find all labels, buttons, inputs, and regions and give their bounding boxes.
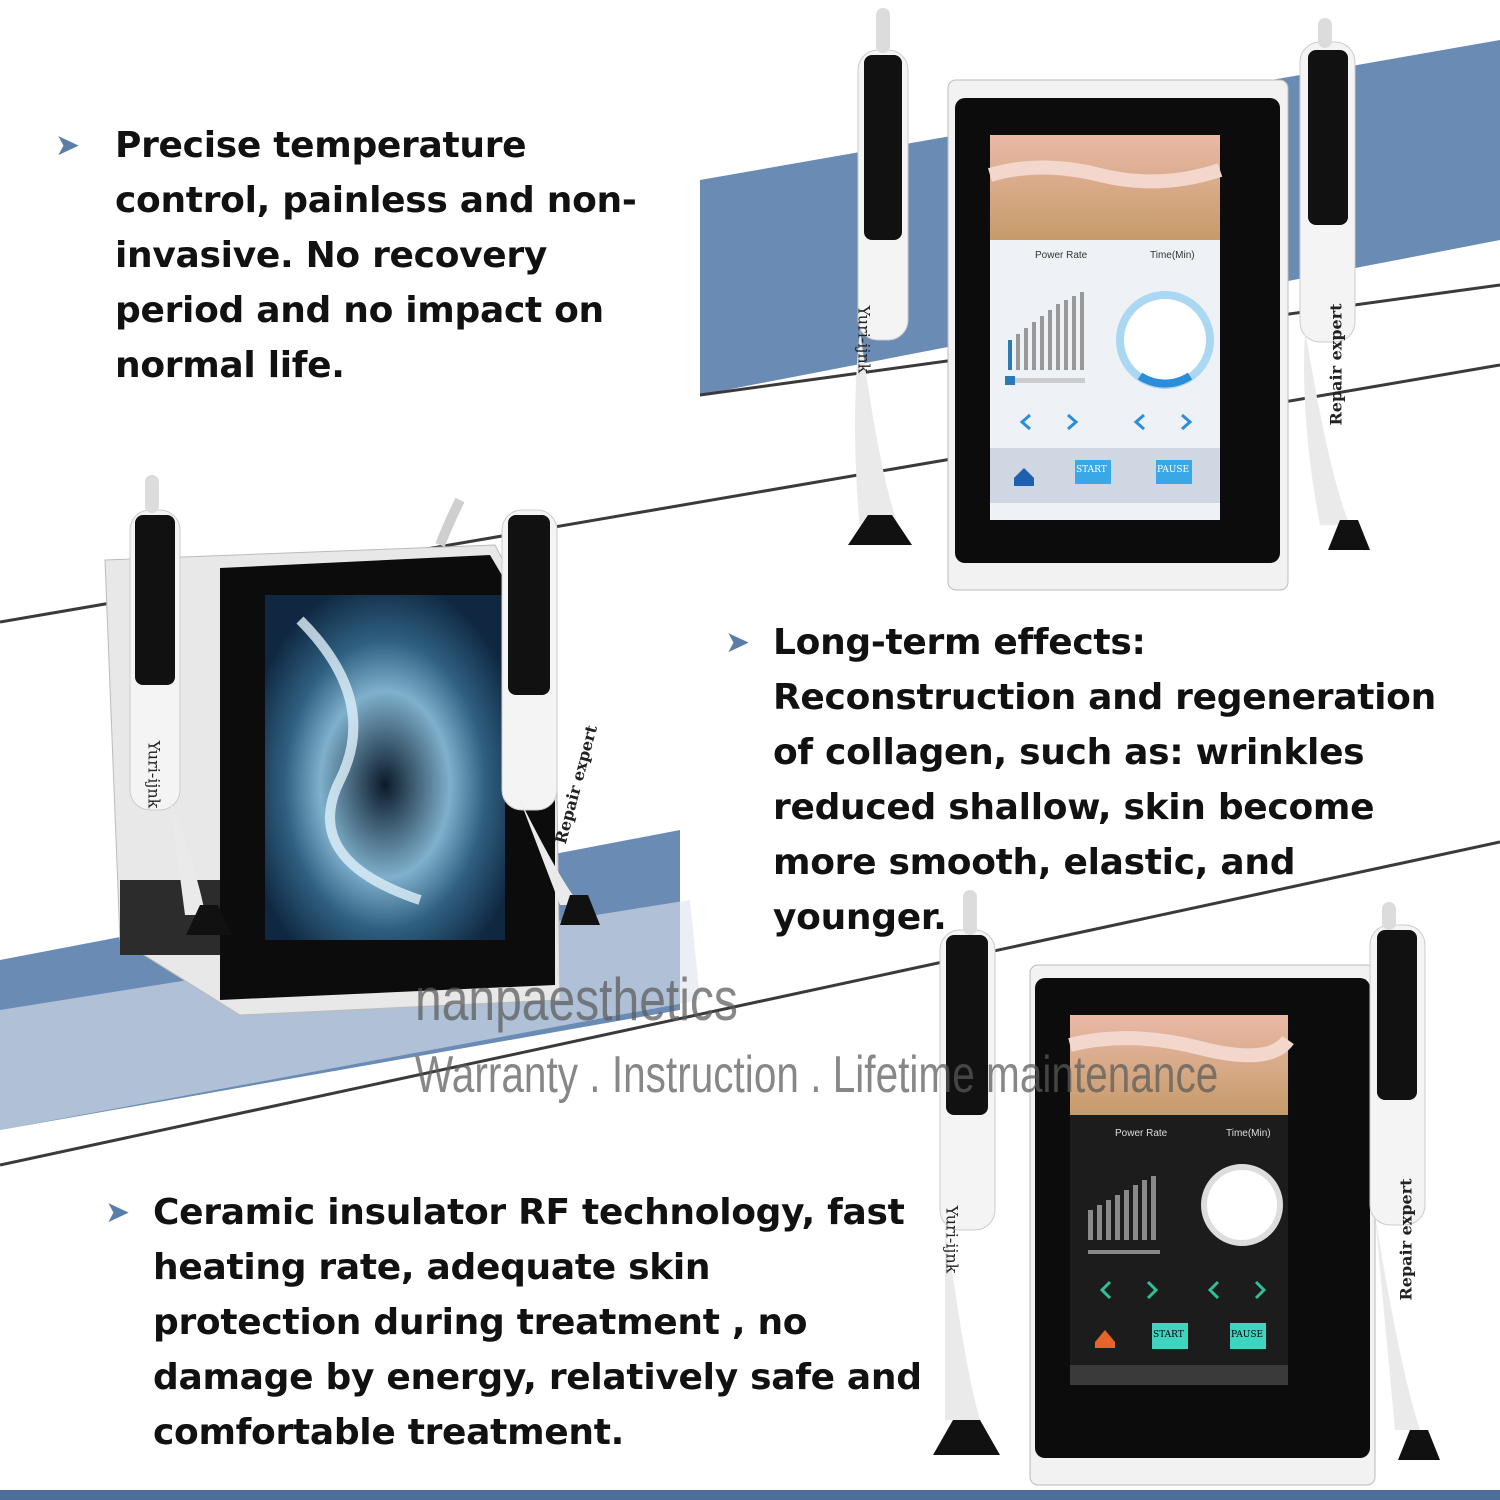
handle-left-label: Yuri-ijnk (144, 740, 164, 809)
bullet-arrow-icon: ➤ (725, 625, 751, 660)
feature-bullet-2: ➤ Long-term effects: Reconstruction and … (725, 615, 1445, 945)
start-button[interactable]: START (1076, 465, 1107, 475)
watermark-brand: nanpaesthetics (415, 966, 738, 1033)
feature-text: Precise temperature control, painless an… (115, 125, 637, 386)
bullet-arrow-icon: ➤ (105, 1195, 131, 1230)
time-label: Time(Min) (1226, 1128, 1271, 1139)
feature-bullet-3: ➤ Ceramic insulator RF technology, fast … (105, 1185, 925, 1460)
device-left (104, 475, 600, 1016)
handle-right-label: Repair expert (1326, 303, 1346, 426)
divider-line-3 (0, 840, 1500, 1167)
power-rate-label: Power Rate (1035, 250, 1088, 261)
device-bottom (933, 890, 1440, 1486)
watermark-tagline: Warranty . Instruction . Lifetime mainte… (415, 1046, 1219, 1104)
handle-left-label: Yuri-ijnk (854, 305, 874, 374)
feature-bullet-1: ➤ Precise temperature control, painless … (55, 118, 675, 393)
start-button[interactable]: START (1153, 1330, 1184, 1340)
feature-text: Ceramic insulator RF technology, fast he… (153, 1192, 922, 1453)
handle-left-label: Yuri-ijnk (942, 1205, 962, 1274)
feature-text: Long-term effects: Reconstruction and re… (773, 622, 1436, 938)
handle-right-label: Repair expert (1396, 1178, 1416, 1301)
time-label: Time(Min) (1150, 250, 1195, 261)
pause-button[interactable]: PAUSE (1231, 1330, 1264, 1340)
pause-button[interactable]: PAUSE (1157, 465, 1190, 475)
power-rate-label: Power Rate (1115, 1128, 1168, 1139)
bullet-arrow-icon: ➤ (55, 128, 81, 163)
device-top (848, 8, 1370, 591)
bottom-strip (0, 1490, 1500, 1500)
